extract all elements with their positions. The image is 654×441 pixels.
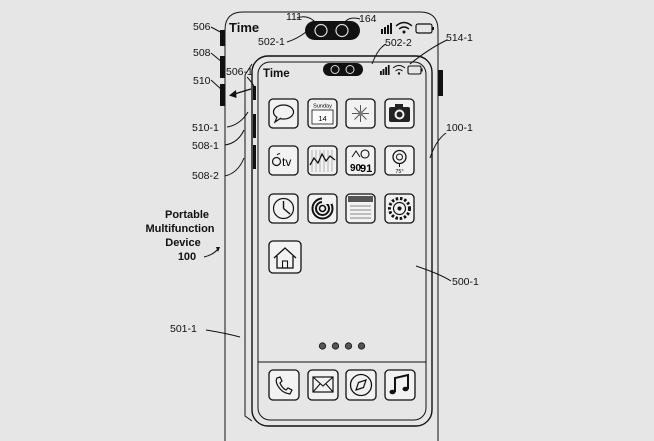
ref-500-1: 500-1 <box>452 276 479 288</box>
ref-508: 508 <box>193 47 211 59</box>
phone-icon[interactable] <box>268 369 300 401</box>
page-dot[interactable] <box>331 342 340 350</box>
leader-lines <box>203 16 452 338</box>
front-battery-icon <box>407 65 423 75</box>
ref-100-1: 100-1 <box>446 122 473 134</box>
ref-508-1: 508-1 <box>192 140 219 152</box>
front-device: Time Sunday <box>244 55 433 427</box>
back-status-time: Time <box>229 20 259 35</box>
message-icon[interactable] <box>268 98 299 129</box>
calendar-date: 14 <box>318 114 326 123</box>
fitness-icon[interactable] <box>307 193 338 224</box>
stocks-label: 90 <box>350 163 362 174</box>
home-icon[interactable] <box>268 240 302 274</box>
figure-title: Portable Multifunction Device 100 <box>145 209 214 263</box>
photos-icon[interactable] <box>345 98 376 129</box>
side-button-510 <box>220 84 225 106</box>
calendar-day: Sunday <box>313 104 332 110</box>
tv-icon[interactable]: tv <box>268 145 299 176</box>
back-signal-icon <box>381 23 392 34</box>
title-line-2: Multifunction <box>145 223 214 235</box>
page-dot[interactable] <box>318 342 327 350</box>
stocks-value: 91 <box>360 163 372 175</box>
ref-506: 506 <box>193 21 211 33</box>
front-sensor-island <box>323 63 363 76</box>
notes-icon[interactable] <box>345 193 376 224</box>
mail-icon[interactable] <box>307 369 339 401</box>
back-sensor-island <box>305 21 360 40</box>
front-signal-icon <box>380 65 390 75</box>
title-line-3: Device <box>165 237 200 249</box>
page-dot[interactable] <box>357 342 366 350</box>
calendar-icon[interactable]: Sunday 14 <box>307 98 338 129</box>
dock <box>258 361 426 401</box>
title-line-1: Portable <box>165 209 209 221</box>
front-button-508-2 <box>253 145 256 169</box>
ref-510-1: 510-1 <box>192 122 219 134</box>
ref-502-1: 502-1 <box>258 36 285 48</box>
reference-labels: 506 508 510 111 164 502-1 502-2 514-1 50… <box>170 11 479 335</box>
tv-label: tv <box>282 155 291 169</box>
page-indicator[interactable] <box>318 342 366 350</box>
back-device: Time <box>220 11 443 441</box>
ref-111: 111 <box>286 11 302 23</box>
browser-icon[interactable] <box>345 369 377 401</box>
ref-510: 510 <box>193 75 211 87</box>
page-dot[interactable] <box>344 342 353 350</box>
ref-502-2: 502-2 <box>385 37 412 49</box>
music-icon[interactable] <box>384 369 416 401</box>
side-button-right <box>438 70 443 96</box>
back-battery-icon <box>415 23 434 34</box>
settings-icon[interactable] <box>384 193 415 224</box>
ref-508-2: 508-2 <box>192 170 219 182</box>
ref-164: 164 <box>359 13 377 25</box>
maps-icon[interactable]: 75° <box>384 145 415 176</box>
weather-temp: 75° <box>395 169 403 175</box>
clock-icon[interactable] <box>268 193 299 224</box>
ref-514-1: 514-1 <box>446 32 473 44</box>
stocks-icon[interactable] <box>307 145 338 176</box>
camera-icon[interactable] <box>384 98 415 129</box>
weather-icon[interactable]: 90 91 <box>345 145 376 176</box>
front-status-time: Time <box>263 68 290 80</box>
front-button-508-1 <box>253 114 256 138</box>
back-wifi-icon <box>395 21 413 34</box>
front-wifi-icon <box>392 65 406 75</box>
front-button-510-1 <box>253 86 256 100</box>
title-ref: 100 <box>178 251 196 263</box>
ref-501-1: 501-1 <box>170 323 197 335</box>
side-button-508 <box>220 56 225 78</box>
ref-506-1: 506-1 <box>226 66 253 78</box>
side-button-506 <box>220 30 225 46</box>
